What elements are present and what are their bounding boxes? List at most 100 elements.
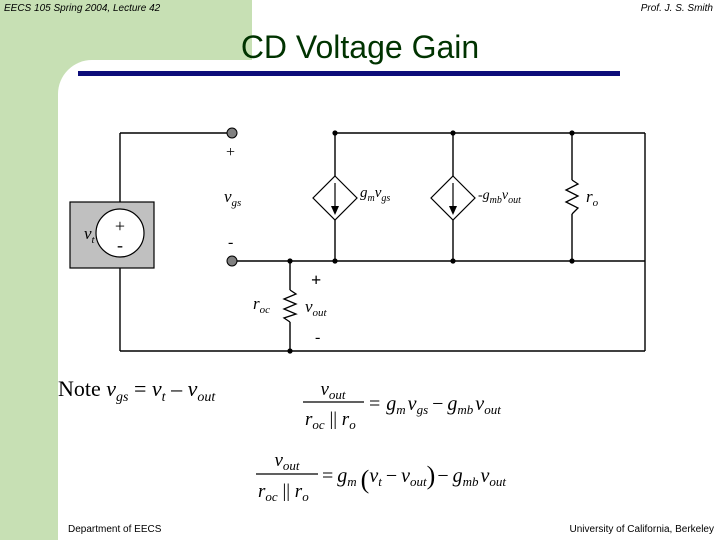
note-v1: v	[106, 376, 116, 401]
svg-text:roc: roc	[253, 294, 270, 316]
eq2-g1s: m	[347, 474, 356, 489]
eq1-den-r1: r	[305, 409, 313, 430]
eq1-v2s: out	[484, 402, 501, 417]
vout-labels: + vout -	[305, 270, 328, 346]
eq2-g2: g	[453, 465, 463, 487]
eq2-den-r1: r	[258, 481, 266, 502]
gmb-dependent-source: -gmbvout	[430, 175, 521, 221]
ro-r: r	[586, 187, 593, 206]
eq2-v2s: out	[410, 474, 427, 489]
eq1-v1s: gs	[417, 402, 429, 417]
roc-sub: oc	[260, 304, 271, 316]
eq2-minus2: −	[437, 465, 448, 487]
top-accent-band	[0, 0, 252, 60]
svg-text:=gm(vt−vout)−gmbvout: =gm(vt−vout)−gmbvout	[322, 461, 506, 494]
circuit-nodes	[226, 127, 575, 354]
eq1-g1: g	[386, 393, 396, 415]
ro-resistor: ro	[564, 179, 599, 215]
svg-text:vout: vout	[274, 450, 299, 473]
gmb-label-g: -g	[478, 188, 490, 203]
svg-text:=gmvgs−gmbvout: =gmvgs−gmbvout	[369, 393, 501, 417]
vgs-minus: -	[228, 234, 233, 251]
vgs-v: v	[224, 187, 232, 206]
svg-text:-gmbvout: -gmbvout	[478, 188, 521, 206]
vout-v: v	[305, 297, 313, 316]
gmb-label-out: out	[508, 195, 521, 206]
note-minus: –	[166, 376, 188, 401]
eq2-num-sub: out	[283, 458, 300, 473]
eq2-par: ||	[278, 481, 295, 502]
source-v: v	[84, 224, 92, 243]
circuit-wires	[119, 132, 646, 352]
gm-label-g: g	[360, 185, 368, 201]
gmb-label-mb: mb	[490, 195, 502, 206]
note-s3: out	[197, 390, 216, 405]
svg-text:vout: vout	[305, 297, 328, 319]
eq2-v1s: t	[378, 474, 382, 489]
eq2-g1: g	[337, 465, 347, 487]
eq1-num-sub: out	[329, 387, 346, 402]
eq1-den-r2: r	[342, 409, 350, 430]
eq1-minus: −	[432, 393, 443, 415]
eq1-den-s1: oc	[312, 417, 325, 432]
note-s2: t	[162, 390, 167, 405]
gm-label-v: v	[375, 185, 382, 201]
source-plus: +	[115, 216, 125, 236]
input-port-labels: + vgs -	[224, 144, 241, 251]
vout-minus: -	[315, 329, 320, 346]
eq1-g2: g	[447, 393, 457, 415]
eq2-den-s1: oc	[265, 489, 278, 504]
eq2-g2s: mb	[463, 474, 479, 489]
roc-resistor: roc	[253, 289, 298, 323]
eq2-v2: v	[401, 465, 410, 487]
eq2-v1: v	[369, 465, 378, 487]
note-v3: v	[188, 376, 198, 401]
note-equation: Note vgs = vt – vout	[58, 376, 216, 405]
svg-text:roc || ro: roc || ro	[305, 409, 356, 432]
source-sub: t	[92, 234, 96, 246]
eq1-eq: =	[369, 393, 380, 415]
eq2-lparen: (	[361, 465, 370, 494]
header-author: Prof. J. S. Smith	[640, 3, 713, 14]
note-s1: gs	[116, 390, 129, 405]
svg-text:ro: ro	[586, 187, 599, 209]
footer-university: University of California, Berkeley	[569, 524, 715, 535]
eq2-den-r2: r	[295, 481, 303, 502]
vgs-sub: gs	[232, 197, 242, 209]
eq1-v2: v	[475, 393, 484, 415]
eq1-den-s2: o	[349, 417, 356, 432]
voltage-source: + - vt	[69, 201, 155, 269]
eq2-den-s2: o	[302, 489, 309, 504]
eq1-v1: v	[408, 393, 417, 415]
svg-text:roc || ro: roc || ro	[258, 481, 309, 504]
eq1-par: ||	[325, 409, 342, 430]
roc-r: r	[253, 294, 260, 313]
eq1-g2s: mb	[457, 402, 473, 417]
vout-sub: out	[313, 307, 328, 319]
ro-sub: o	[593, 197, 599, 209]
eq2-minus1: −	[386, 465, 397, 487]
header-course: EECS 105 Spring 2004, Lecture 42	[4, 3, 161, 14]
slide-title: CD Voltage Gain	[240, 29, 480, 65]
eq2-v3s: out	[489, 474, 506, 489]
title-underline	[78, 71, 620, 76]
eq2-rparen: )	[427, 461, 436, 490]
gm-label-gs: gs	[381, 193, 390, 204]
source-minus: -	[117, 235, 123, 255]
svg-text:vt: vt	[84, 224, 96, 246]
left-accent-band	[0, 0, 58, 540]
eq1-g1s: m	[396, 402, 405, 417]
eq2-num-v: v	[274, 450, 283, 471]
eq2-v3: v	[481, 465, 490, 487]
svg-text:vgs: vgs	[224, 187, 241, 209]
eq2-eq: =	[322, 465, 333, 487]
vgs-plus: +	[226, 144, 235, 161]
note-eq: =	[128, 376, 151, 401]
svg-text:vout: vout	[320, 379, 345, 402]
note-prefix: Note	[58, 376, 106, 401]
gm-label-m: m	[368, 193, 375, 204]
svg-text:gmvgs: gmvgs	[360, 185, 390, 204]
